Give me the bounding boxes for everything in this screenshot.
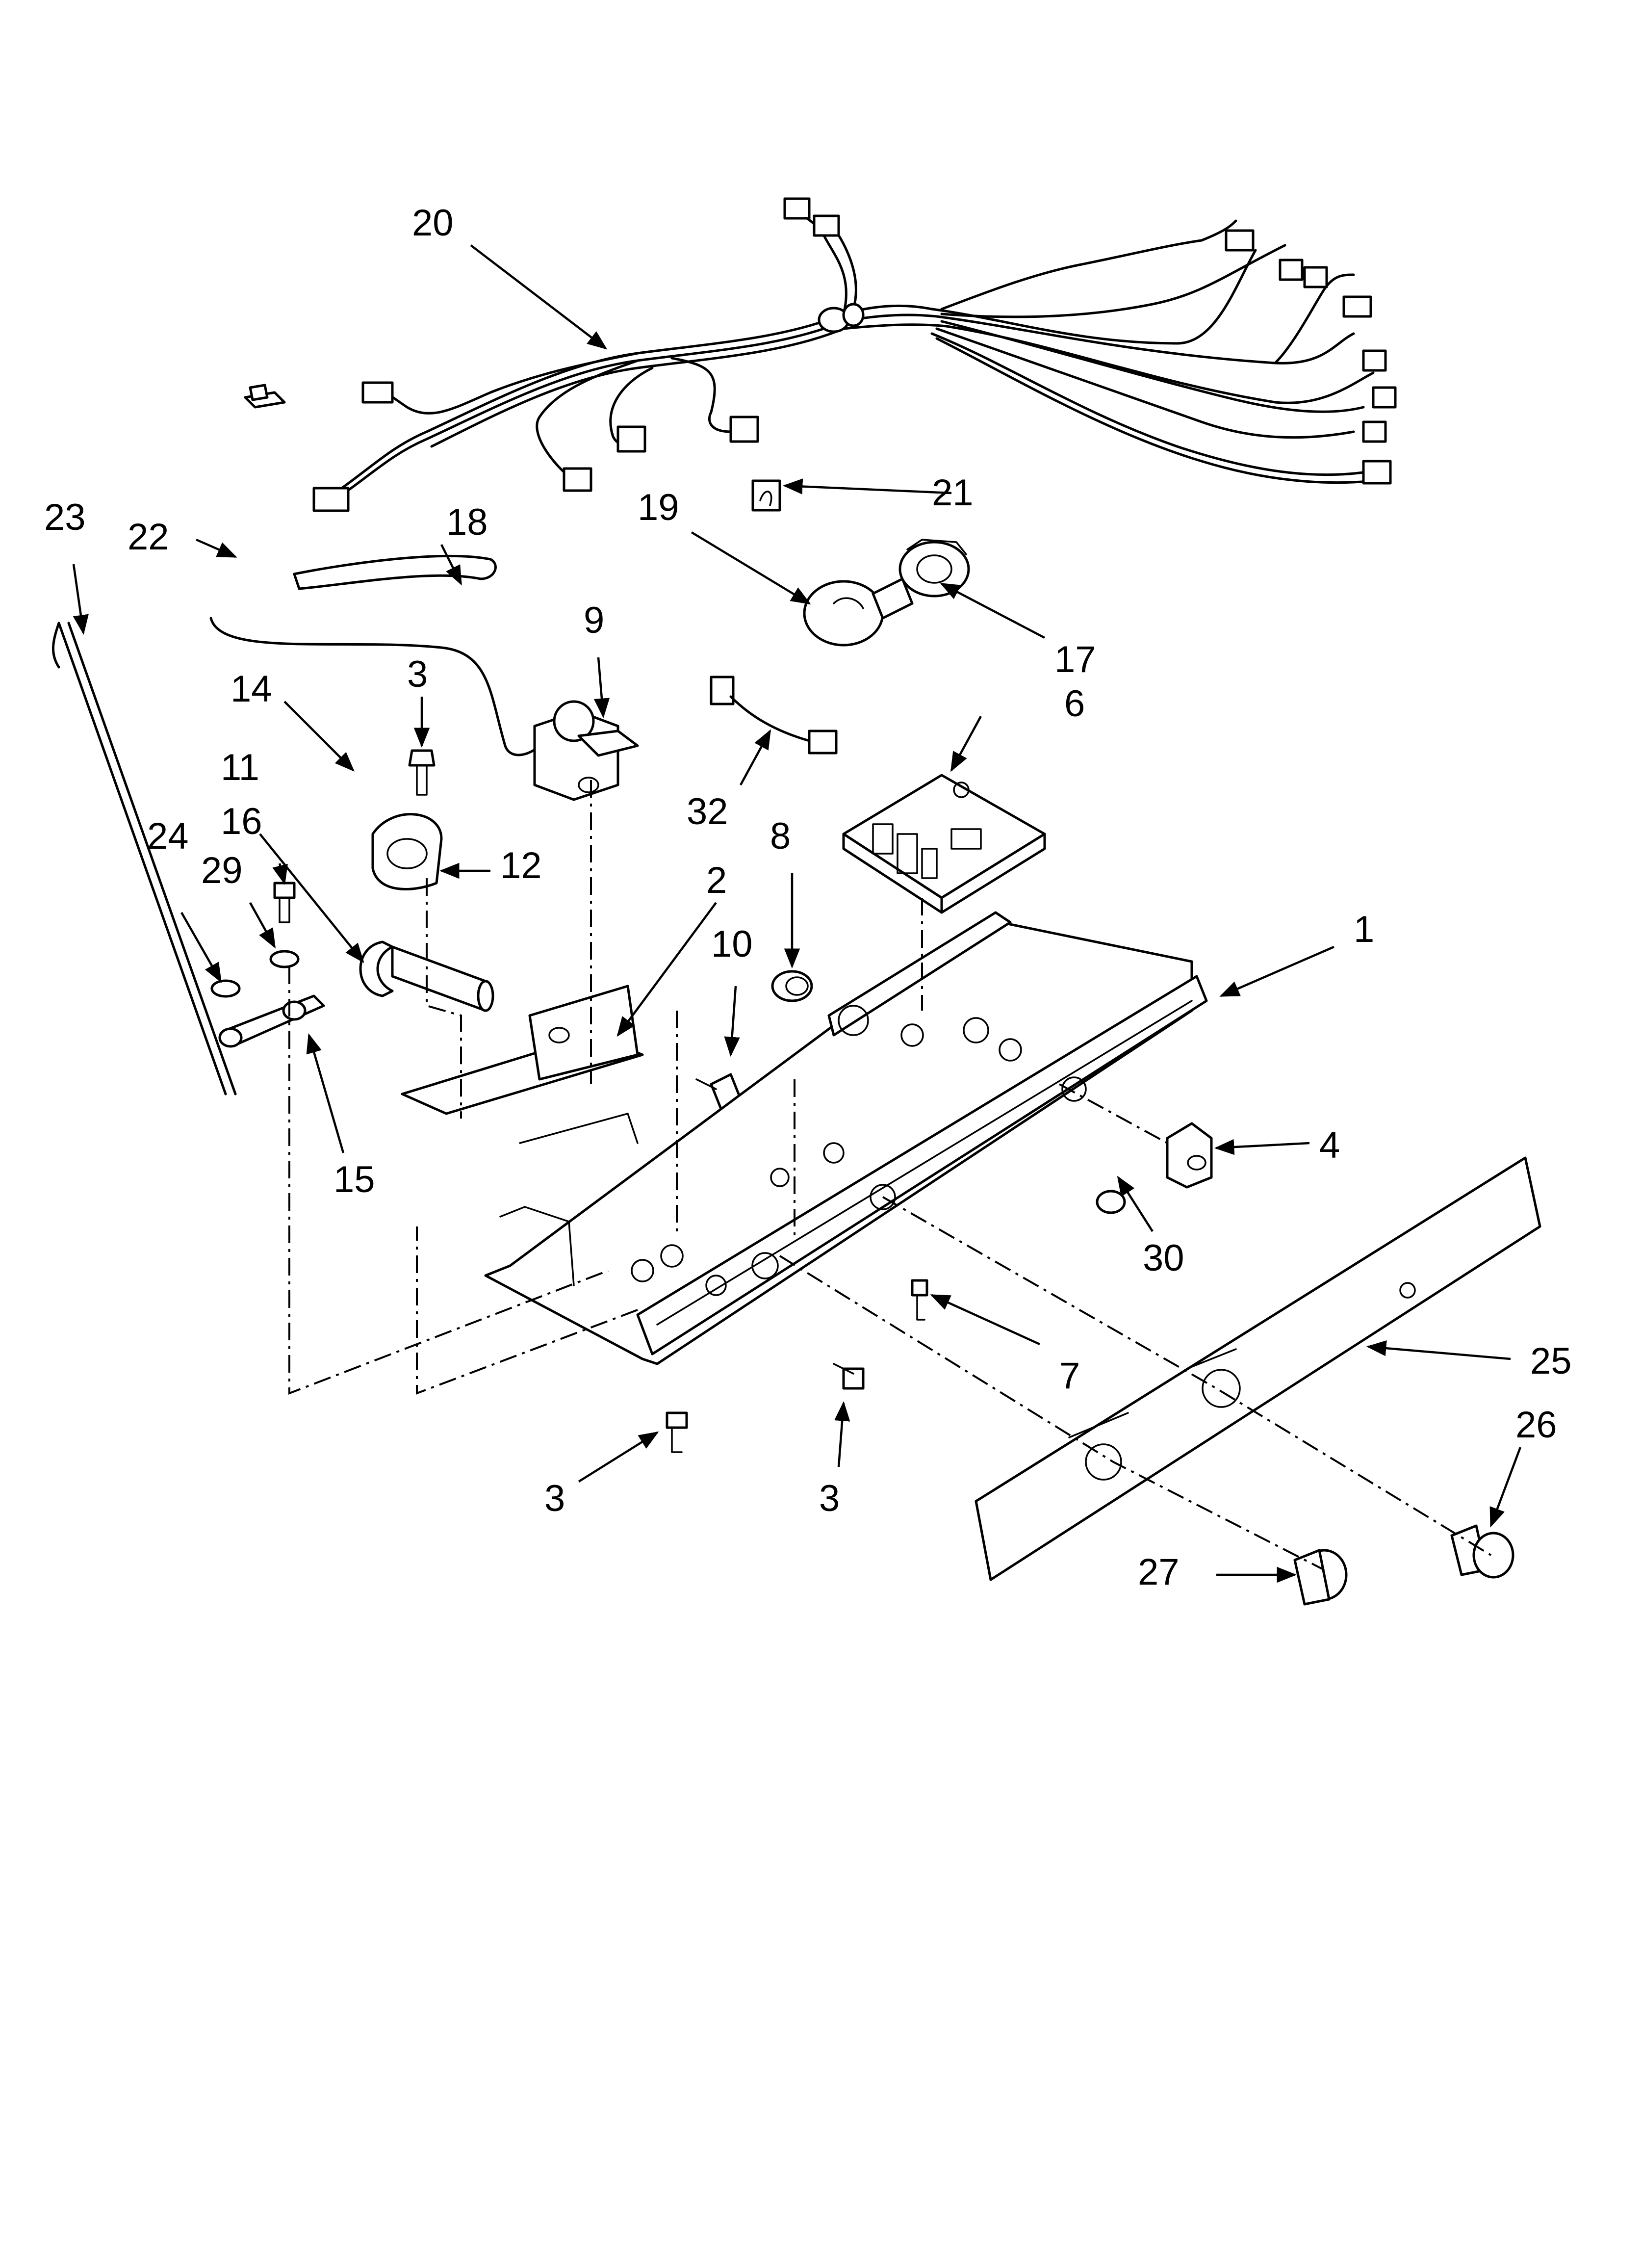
label-6: 6 — [1064, 683, 1085, 725]
label-3-lower-left: 3 — [544, 1478, 565, 1519]
part-labels: 1 2 3 3 3 4 6 7 8 9 10 11 12 14 15 16 17… — [44, 202, 1572, 1593]
label-27: 27 — [1138, 1551, 1180, 1593]
light-bulb-part-19 — [803, 577, 914, 647]
lens-part-30 — [1096, 1190, 1126, 1214]
label-24: 24 — [147, 815, 189, 857]
jumper-wire-part-32 — [710, 676, 838, 755]
knob-part-26 — [1450, 1524, 1514, 1579]
rod-part-23 — [51, 622, 237, 1095]
control-board-part-6 — [842, 774, 1046, 914]
front-panel-part-25 — [975, 1156, 1541, 1581]
label-22: 22 — [128, 516, 169, 558]
screw-part-3-lower-right — [833, 1363, 865, 1390]
label-32: 32 — [687, 791, 728, 833]
knob-part-27 — [1293, 1549, 1348, 1606]
switch-part-4 — [1166, 1122, 1213, 1189]
label-19: 19 — [638, 487, 679, 528]
lamp-socket-part-17 — [898, 539, 970, 598]
tube-part-18 — [293, 554, 497, 590]
label-16: 16 — [221, 801, 262, 842]
screw-part-3-upper — [408, 749, 436, 796]
label-3-upper: 3 — [407, 653, 428, 695]
label-23: 23 — [44, 496, 86, 538]
label-9: 9 — [584, 600, 604, 641]
label-10: 10 — [711, 923, 753, 965]
label-30: 30 — [1143, 1237, 1184, 1279]
label-26: 26 — [1515, 1404, 1557, 1446]
screw-part-3-lower-left — [666, 1411, 688, 1453]
label-1: 1 — [1354, 909, 1374, 950]
label-20: 20 — [412, 202, 454, 244]
label-11: 11 — [221, 747, 259, 788]
clip-part-22 — [244, 384, 286, 409]
label-17: 17 — [1054, 639, 1096, 680]
label-12: 12 — [500, 845, 542, 886]
lever-part-15 — [218, 994, 325, 1048]
label-2: 2 — [706, 860, 727, 901]
control-knob-shaft-part-11 — [359, 940, 494, 1012]
label-4: 4 — [1319, 1124, 1340, 1166]
washer-part-24 — [210, 979, 241, 998]
screw-part-16 — [273, 882, 296, 923]
sensor-wire-part-14 — [209, 617, 541, 756]
bushing-part-8 — [771, 970, 813, 1002]
label-14: 14 — [231, 668, 272, 710]
damper-control-part-9 — [533, 700, 639, 801]
control-housing-part-1 — [484, 911, 1208, 1365]
label-3-lower-right: 3 — [819, 1478, 840, 1519]
leader-arrows — [72, 244, 1522, 1583]
wire-harness — [312, 197, 1397, 512]
mounting-bracket-part-2 — [401, 985, 644, 1115]
screw-part-7 — [911, 1279, 928, 1321]
washer-part-29 — [269, 950, 300, 968]
label-18: 18 — [446, 501, 488, 543]
label-15: 15 — [334, 1159, 375, 1200]
label-25: 25 — [1530, 1340, 1572, 1382]
label-29: 29 — [201, 850, 243, 891]
label-7: 7 — [1059, 1355, 1080, 1397]
label-8: 8 — [770, 815, 791, 857]
clip-part-21 — [751, 479, 781, 512]
bracket-part-12 — [371, 813, 443, 890]
alignment-lines — [288, 780, 1492, 1571]
label-21: 21 — [932, 472, 974, 514]
